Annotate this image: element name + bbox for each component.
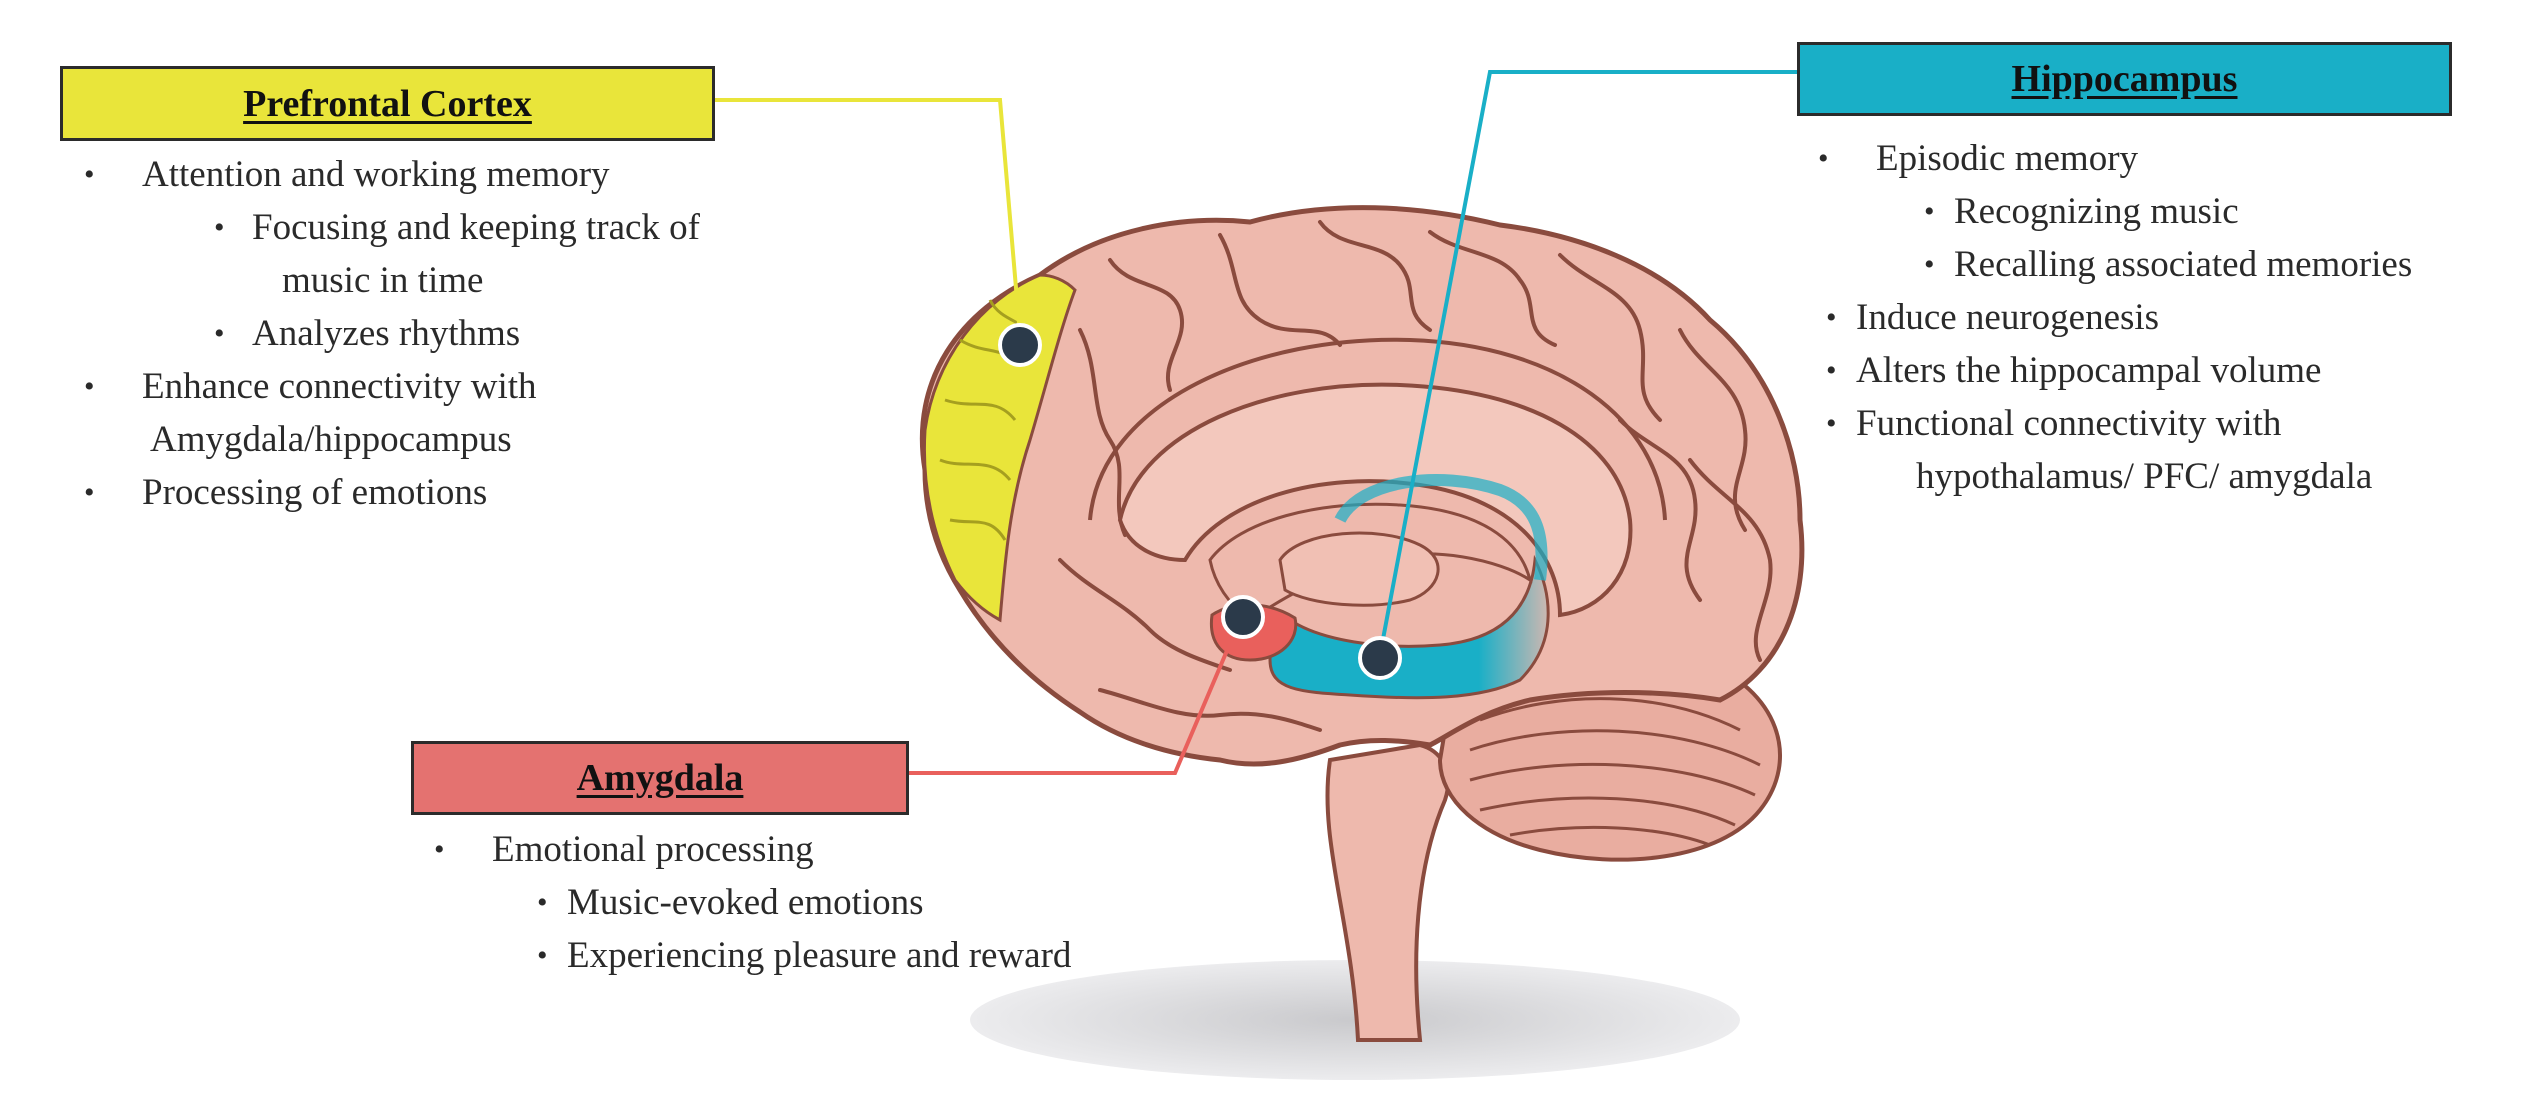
list-item: Alters the hippocampal volume (1826, 344, 2412, 397)
hippocampus-title: Hippocampus (1797, 42, 2452, 116)
thalamus-outline (1278, 531, 1440, 607)
list-item: Experiencing pleasure and reward (537, 929, 1071, 982)
list-item: Attention and working memory (84, 148, 700, 201)
cerebrum-gyri (1058, 220, 1773, 732)
list-item: Functional connectivity withhypothalamus… (1826, 397, 2412, 503)
list-item: Enhance connectivity withAmygdala/hippoc… (84, 360, 700, 466)
cingulate-line (1088, 337, 1667, 521)
prefrontal-region (922, 273, 1077, 623)
amygdala-marker (1221, 595, 1265, 639)
amygdala-title: Amygdala (411, 741, 909, 815)
prefrontal-connector (715, 98, 1022, 336)
prefrontal-cortex-title: Prefrontal Cortex (60, 66, 715, 141)
list-item: Induce neurogenesis (1826, 291, 2412, 344)
list-item: Emotional processing (434, 823, 1071, 876)
list-item: Episodic memory (1818, 132, 2412, 185)
prefrontal-marker (998, 323, 1042, 367)
prefrontal-cortex-list: Attention and working memory Focusing an… (84, 148, 700, 519)
hippocampus-region (1268, 554, 1550, 700)
amygdala-connector (909, 619, 1242, 775)
corpus-callosum (1117, 382, 1633, 618)
amygdala-list: Emotional processing Music-evoked emotio… (434, 823, 1071, 982)
cerebellum-folds (1469, 697, 1761, 847)
hippocampus-list: Episodic memory Recognizing music Recall… (1818, 132, 2412, 503)
list-item: Recognizing music (1924, 185, 2412, 238)
list-item: Processing of emotions (84, 466, 700, 519)
hippocampus-upper-arc (1334, 474, 1548, 581)
list-item: Music-evoked emotions (537, 876, 1071, 929)
list-item: Recalling associated memories (1924, 238, 2412, 291)
hippocampus-marker (1358, 636, 1402, 680)
hippocampus-connector (1378, 70, 1797, 656)
list-item: Analyzes rhythms (214, 307, 700, 360)
